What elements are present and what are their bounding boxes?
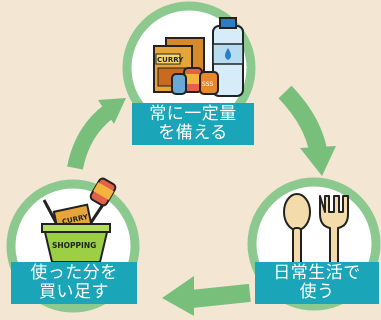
spoon-fork-icon (283, 193, 349, 267)
can-label: SSS (202, 81, 214, 88)
step-label-daily-use-line1: 日常生活で (273, 263, 361, 283)
shopping-basket-icon: CURRY SHOPPING (41, 177, 117, 263)
step-label-restock-line1: 使った分を (30, 263, 118, 283)
curry-box-label: CURRY (157, 56, 184, 64)
arrow-top-right (278, 85, 336, 176)
step-label-stockpile-line1: 常に一定量 (149, 104, 237, 124)
arrow-bottom (162, 276, 251, 316)
basket-label: SHOPPING (52, 241, 96, 250)
step-label-restock: 使った分を 買い足す (11, 262, 137, 304)
arrow-top-left (67, 98, 126, 170)
step-label-daily-use-line2: 使う (299, 282, 335, 302)
step-label-stockpile-line2: を備える (158, 123, 228, 143)
step-label-daily-use: 日常生活で 使う (255, 262, 379, 304)
step-label-stockpile: 常に一定量 を備える (132, 103, 254, 145)
food-stock-icon: CURRY SSS (153, 17, 244, 97)
step-label-restock-line2: 買い足す (39, 282, 109, 302)
